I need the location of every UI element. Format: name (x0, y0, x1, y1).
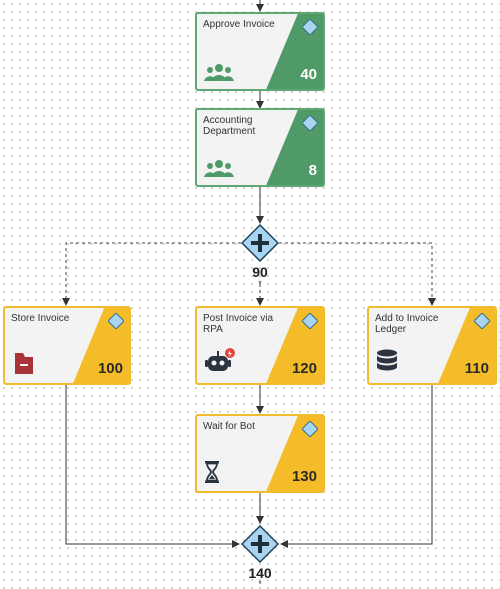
parallel-gateway-join[interactable] (241, 525, 279, 563)
robot-icon (205, 348, 235, 371)
task-count: 120 (291, 360, 317, 377)
diamond-marker-icon (302, 421, 318, 437)
task-approve-invoice[interactable]: Approve Invoice 40 (195, 12, 325, 91)
hourglass-icon (205, 461, 219, 483)
task-count: 40 (300, 66, 317, 83)
gateway-count: 90 (252, 264, 268, 280)
task-count: 100 (97, 360, 123, 377)
task-count: 130 (291, 468, 317, 485)
gateway-mark: * (258, 579, 262, 589)
gateway-mark: * (258, 279, 262, 289)
diamond-marker-icon (302, 19, 318, 35)
diamond-marker-icon (302, 313, 318, 329)
diamond-marker-icon (302, 115, 318, 131)
parallel-plus-icon (251, 234, 269, 252)
task-label: Wait for Bot (203, 421, 255, 432)
database-icon (377, 349, 397, 371)
task-wait-for-bot[interactable]: Wait for Bot 130 (195, 414, 325, 493)
users-icon (204, 160, 234, 177)
parallel-gateway-split[interactable] (241, 224, 279, 262)
diamond-marker-icon (108, 313, 124, 329)
users-icon (204, 64, 234, 81)
task-label: Accounting Department (203, 115, 256, 137)
task-post-invoice-rpa[interactable]: Post Invoice via RPA 120 (195, 306, 325, 385)
archive-icon (15, 353, 33, 374)
parallel-plus-icon (251, 535, 269, 553)
task-count: 8 (308, 162, 317, 179)
task-store-invoice[interactable]: Store Invoice 100 (3, 306, 131, 385)
task-accounting-department[interactable]: Accounting Department 8 (195, 108, 325, 187)
task-label: Store Invoice (11, 313, 70, 324)
diamond-marker-icon (474, 313, 490, 329)
task-label: Add to Invoice Ledger (375, 313, 439, 335)
task-count: 110 (464, 360, 489, 377)
task-label: Post Invoice via RPA (203, 313, 274, 335)
gateway-count: 140 (248, 565, 272, 581)
task-label: Approve Invoice (203, 19, 275, 30)
task-add-to-ledger[interactable]: Add to Invoice Ledger 110 (367, 306, 497, 385)
